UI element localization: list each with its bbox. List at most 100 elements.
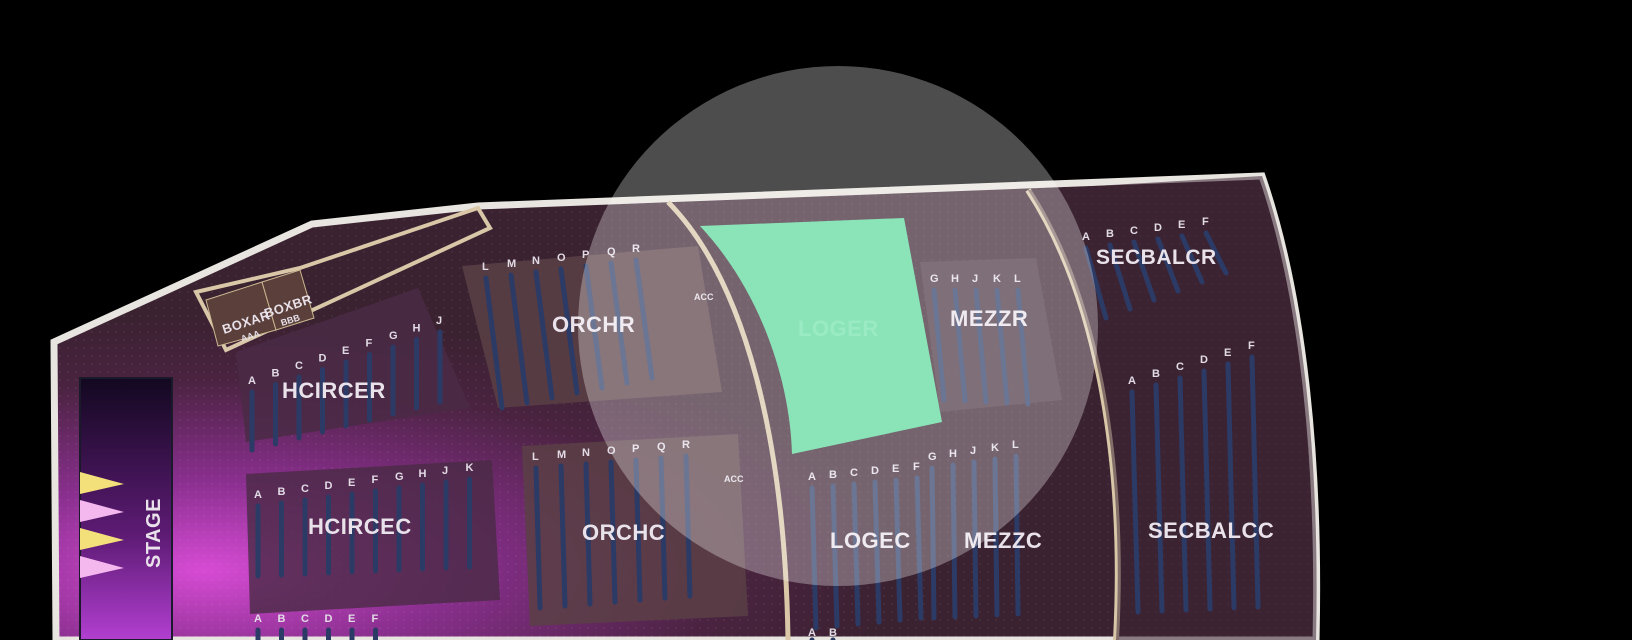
row-letter: C <box>1130 225 1138 237</box>
magnifier-lens <box>578 66 1098 586</box>
row-letter: N <box>532 255 540 267</box>
row-letter: J <box>972 273 978 285</box>
accessible-note: ACC <box>694 292 714 302</box>
row-letter: P <box>632 443 639 455</box>
section-label: HCIRCER <box>282 378 386 403</box>
section-label: SECBALCC <box>1148 518 1274 543</box>
seat-row-b[interactable] <box>1153 382 1165 614</box>
row-letter: C <box>1176 361 1184 373</box>
seat-row-f[interactable] <box>914 475 924 621</box>
seat-row-b[interactable] <box>1107 242 1133 312</box>
seat-row-n[interactable] <box>533 269 555 401</box>
seat-row-r[interactable] <box>683 453 693 599</box>
section-label: MEZZC <box>964 528 1042 553</box>
row-letter: G <box>928 451 937 463</box>
row-letter: A <box>248 375 256 387</box>
row-letter: L <box>1012 439 1019 451</box>
row-letter: N <box>582 447 590 459</box>
row-letter: D <box>1200 354 1208 366</box>
seat-row-k[interactable] <box>994 287 1010 406</box>
seat-row-d[interactable] <box>872 479 882 625</box>
seat-row-c[interactable] <box>1131 239 1157 303</box>
row-letter: A <box>808 627 816 639</box>
seat-row-a[interactable] <box>1083 245 1109 321</box>
seat-row-k[interactable] <box>992 456 1000 618</box>
row-letter: O <box>557 252 566 264</box>
row-letter: H <box>951 273 959 285</box>
accessible-note: ACC <box>724 474 744 484</box>
row-letter: A <box>254 613 262 625</box>
row-letter: H <box>949 448 957 460</box>
seat-row-m[interactable] <box>508 272 530 406</box>
stage: STAGE <box>79 377 173 640</box>
seat-row-e[interactable] <box>1179 233 1205 285</box>
seat-row-l[interactable] <box>533 465 543 611</box>
row-letter: R <box>632 243 640 255</box>
row-letter: A <box>254 489 262 501</box>
seat-row-l[interactable] <box>1013 453 1021 617</box>
seat-row-d[interactable] <box>1155 236 1181 294</box>
row-letter: B <box>1106 228 1114 240</box>
seat-row-p[interactable] <box>633 457 643 603</box>
seat-row-p[interactable] <box>583 263 605 391</box>
seat-row-l[interactable] <box>1015 287 1031 407</box>
seat-row-a[interactable] <box>1129 389 1141 615</box>
seat-row-h[interactable] <box>952 287 968 404</box>
row-letter: L <box>532 451 539 463</box>
seat-row-c[interactable] <box>851 481 861 627</box>
seat-row-o[interactable] <box>558 266 580 396</box>
seat-row-d[interactable] <box>1201 368 1213 612</box>
row-letter: G <box>395 471 404 483</box>
seat-row-n[interactable] <box>583 461 593 607</box>
seat-row-l[interactable] <box>483 275 505 411</box>
row-letter: J <box>970 445 976 457</box>
seat-row-q[interactable] <box>608 260 630 386</box>
seat-row-g[interactable] <box>931 287 947 403</box>
seat-row-e[interactable] <box>1225 361 1237 611</box>
seat-row-r[interactable] <box>633 257 655 381</box>
row-letter: F <box>913 461 920 473</box>
seat-row-f[interactable] <box>1203 230 1229 276</box>
section-label: SECBALCR <box>1096 246 1217 269</box>
row-letter: E <box>1178 219 1185 231</box>
seat-row-f[interactable] <box>1249 354 1261 610</box>
row-letter: D <box>319 353 327 365</box>
row-letter: C <box>850 467 858 479</box>
seat-row-j[interactable] <box>971 459 979 619</box>
seat-row-g[interactable] <box>929 465 937 621</box>
seat-row-o[interactable] <box>608 459 618 605</box>
section-loger[interactable]: LOGER <box>700 218 942 454</box>
seat-row-m[interactable] <box>558 463 568 609</box>
seat-row-e[interactable] <box>893 477 903 623</box>
seat-row-b[interactable] <box>830 483 840 629</box>
seat-row-c[interactable] <box>1177 375 1189 613</box>
row-letter: F <box>372 613 379 625</box>
seat-row-j[interactable] <box>973 287 989 405</box>
section-label: LOGER <box>798 316 879 341</box>
section-boxar[interactable]: BOXAR AAA <box>205 281 277 347</box>
row-letter: H <box>419 468 427 480</box>
row-letter: B <box>272 368 280 380</box>
seat-row-q[interactable] <box>658 455 668 601</box>
row-letter: C <box>295 360 303 372</box>
seat-row-h[interactable] <box>950 462 958 620</box>
row-letter: D <box>325 480 333 492</box>
row-letter: A <box>1082 231 1090 243</box>
row-letter: K <box>466 462 474 474</box>
section-boxbr[interactable]: BOXBR BBB <box>261 269 315 331</box>
loger-highlight <box>700 218 942 454</box>
seat-row-a[interactable] <box>809 485 819 631</box>
row-letter: K <box>991 442 999 454</box>
